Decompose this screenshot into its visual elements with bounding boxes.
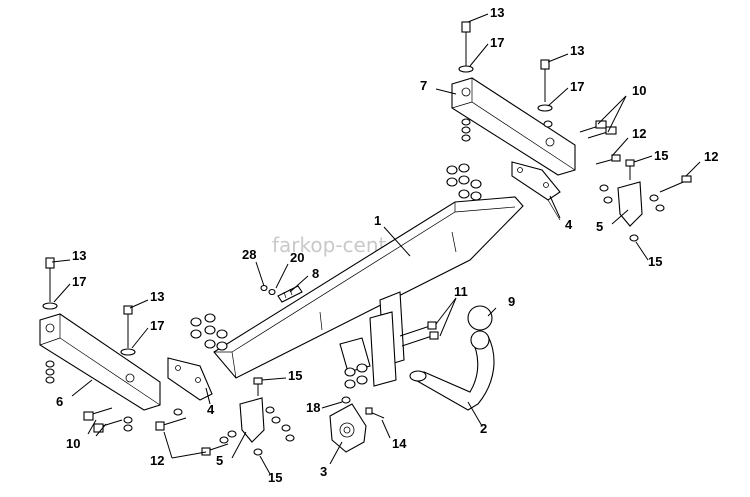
- label-clamp-left: 5: [216, 453, 223, 468]
- tow-ball: [409, 305, 495, 411]
- label-ball: 2: [480, 421, 487, 436]
- label-nut-c: 15: [288, 368, 302, 383]
- right-clamp: [599, 159, 692, 242]
- spacer-parts: [260, 284, 303, 303]
- label-screw-14: 14: [392, 436, 407, 451]
- label-socket-plate: 3: [320, 464, 327, 479]
- right-bracket: [511, 161, 561, 221]
- left-bracket: [167, 313, 228, 416]
- label-washer-top-b: 17: [570, 79, 584, 94]
- label-bolt-pair: 11: [454, 284, 468, 299]
- left-rail-fasteners: [42, 257, 136, 433]
- label-washer-top-a: 17: [490, 35, 504, 50]
- label-nut-b: 15: [648, 254, 662, 269]
- center-mount: [339, 291, 439, 389]
- label-bolts-left: 10: [66, 436, 80, 451]
- label-clip-28: 28: [242, 247, 256, 262]
- leader-lines: [51, 13, 701, 475]
- label-screw-left-b: 13: [150, 289, 164, 304]
- label-bolt-a: 12: [632, 126, 646, 141]
- label-rail-right: 7: [420, 78, 427, 93]
- label-ring-20: 20: [290, 250, 304, 265]
- label-screw-top-a: 13: [490, 5, 504, 20]
- label-washer-left-a: 17: [72, 274, 86, 289]
- right-rail: [451, 77, 576, 176]
- callout-labels: 1 2 3 4 4 5 5 6 7 8 9 10 10 11 12 12 12 …: [56, 5, 718, 485]
- label-clamp-right: 5: [596, 219, 603, 234]
- right-rail-fasteners: [458, 21, 553, 142]
- label-screw-left-a: 13: [72, 248, 86, 263]
- label-cap: 9: [508, 294, 515, 309]
- main-beam: [213, 196, 524, 379]
- label-spacer: 8: [312, 266, 319, 281]
- label-rail-left: 6: [56, 394, 63, 409]
- label-bolt-c: 12: [150, 453, 164, 468]
- label-bolts-right: 10: [632, 83, 646, 98]
- label-bracket-right: 4: [565, 217, 573, 232]
- right-bracket-hardware: [446, 120, 621, 201]
- label-beam: 1: [374, 213, 381, 228]
- label-bolt-b: 12: [704, 149, 718, 164]
- label-nut-d: 15: [268, 470, 282, 485]
- left-clamp: [155, 377, 295, 456]
- label-pin-18: 18: [306, 400, 320, 415]
- label-bracket-left: 4: [207, 402, 215, 417]
- socket-plate: [329, 396, 385, 453]
- label-screw-top-b: 13: [570, 43, 584, 58]
- left-rail: [39, 313, 161, 411]
- label-nut-a: 15: [654, 148, 668, 163]
- label-washer-left-b: 17: [150, 318, 164, 333]
